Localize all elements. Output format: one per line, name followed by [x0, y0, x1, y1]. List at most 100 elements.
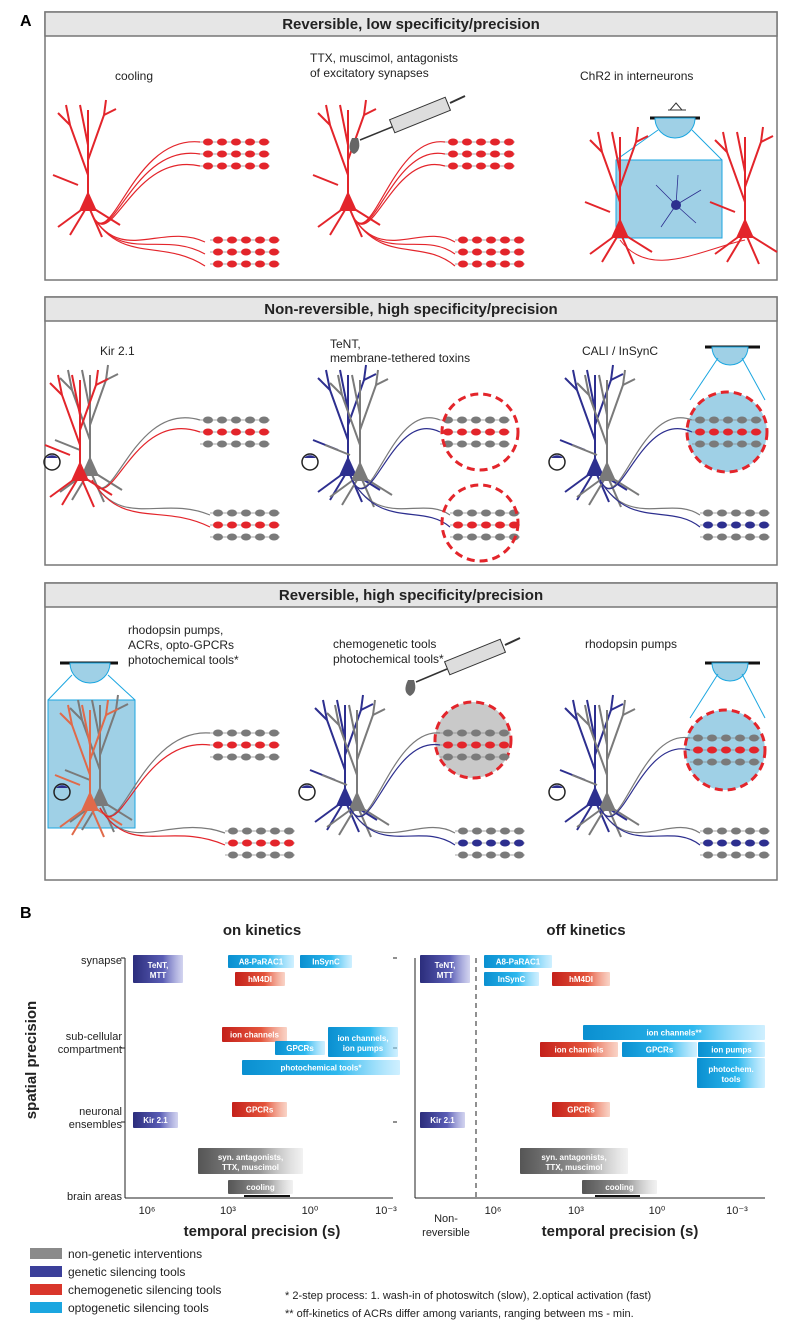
synaptic-bouton — [255, 521, 265, 529]
soma — [611, 218, 629, 238]
synaptic-bouton — [467, 509, 477, 517]
soma — [348, 791, 366, 811]
label-acrs: ACRs, opto-GPCRs — [128, 638, 234, 652]
synaptic-bouton — [231, 416, 241, 424]
bar-kir-2-1: Kir 2.1 — [420, 1112, 465, 1128]
dendrite — [64, 769, 91, 781]
soma — [351, 461, 369, 481]
synaptic-bouton — [717, 851, 727, 859]
bar-rect — [133, 955, 183, 983]
synaptic-bouton — [284, 839, 294, 847]
synaptic-bouton — [745, 521, 755, 529]
synaptic-bouton — [759, 509, 769, 517]
xtick-off-1e0: 10⁰ — [649, 1205, 666, 1217]
synaptic-bouton — [514, 827, 524, 835]
panel-b-label: B — [20, 905, 32, 922]
synaptic-bouton — [458, 248, 468, 256]
dendrite — [611, 131, 621, 173]
panel-a-label: A — [20, 13, 32, 30]
label-cooling: cooling — [115, 69, 153, 83]
synaptic-bouton — [443, 428, 453, 436]
legend-item: non-genetic interventions — [30, 1247, 202, 1261]
synaptic-bouton — [453, 509, 463, 517]
ytick-synapse: synapse — [81, 955, 122, 967]
ytick-compartment: compartment — [58, 1044, 122, 1056]
footnote-2: ** off-kinetics of ACRs differ among var… — [285, 1308, 634, 1320]
bar-label: photochem. — [708, 1065, 753, 1074]
synaptic-bouton — [709, 440, 719, 448]
dendrite — [314, 707, 328, 721]
synaptic-bouton — [471, 416, 481, 424]
synaptic-bouton — [476, 162, 486, 170]
axon — [599, 428, 693, 490]
soma — [336, 786, 354, 806]
synaptic-bouton — [759, 827, 769, 835]
synaptic-bouton — [227, 521, 237, 529]
synaptic-bouton — [241, 533, 251, 541]
bar-rect — [133, 1112, 178, 1128]
synaptic-bouton — [499, 428, 509, 436]
synaptic-bouton — [458, 827, 468, 835]
soma — [91, 786, 109, 806]
bar-label: ion pumps — [711, 1046, 752, 1055]
synaptic-bouton — [259, 162, 269, 170]
bar-rect — [622, 1042, 697, 1057]
synaptic-bouton — [242, 851, 252, 859]
synaptic-bouton — [213, 741, 223, 749]
synaptic-bouton — [255, 509, 265, 517]
bar-hm4di: hM4DI — [235, 972, 285, 986]
synaptic-bouton — [453, 521, 463, 529]
dendrite — [59, 712, 73, 726]
soma — [586, 786, 604, 806]
synaptic-bouton — [217, 440, 227, 448]
synaptic-bouton — [745, 827, 755, 835]
synaptic-bouton — [485, 416, 495, 424]
synaptic-bouton — [472, 851, 482, 859]
bar-rect — [420, 955, 470, 983]
bar-label: GPCRs — [286, 1044, 314, 1053]
bar-tent-: TeNT,MTT — [420, 955, 470, 983]
synaptic-bouton — [485, 428, 495, 436]
box3-title: Reversible, high specificity/precision — [279, 587, 543, 604]
synaptic-bouton — [217, 428, 227, 436]
synaptic-bouton — [241, 509, 251, 517]
synaptic-bouton — [514, 839, 524, 847]
bar-label: cooling — [246, 1183, 275, 1192]
label-chr2: ChR2 in interneurons — [580, 69, 693, 83]
dendrite — [571, 444, 598, 456]
non-reversible-label: Non- — [434, 1213, 458, 1225]
synaptic-bouton — [231, 428, 241, 436]
dendrite — [324, 444, 351, 456]
synaptic-bouton — [228, 839, 238, 847]
synaptic-bouton — [255, 753, 265, 761]
off-kinetics-title: off kinetics — [546, 922, 625, 939]
synaptic-bouton — [731, 839, 741, 847]
synaptic-bouton — [731, 521, 741, 529]
dendrite — [736, 131, 746, 173]
synaptic-bouton — [227, 248, 237, 256]
synaptic-bouton — [242, 827, 252, 835]
synaptic-bouton — [255, 741, 265, 749]
axon — [599, 807, 701, 846]
bar-label: A8-PaRAC1 — [496, 958, 541, 967]
legend-item: genetic silencing tools — [30, 1265, 185, 1279]
synaptic-bouton — [259, 416, 269, 424]
dendrite — [576, 382, 590, 396]
x-tick-labels-off: 10⁶ 10³ 10⁰ 10⁻³ — [485, 1205, 749, 1217]
synaptic-bouton — [458, 260, 468, 268]
box-nonreversible-high: Non-reversible, high specificity/precisi… — [43, 296, 778, 566]
synaptic-bouton — [269, 741, 279, 749]
synaptic-bouton — [695, 428, 705, 436]
xtick-off-1e-3: 10⁻³ — [726, 1205, 748, 1217]
synaptic-bouton — [476, 138, 486, 146]
xtick-1e-3: 10⁻³ — [375, 1205, 397, 1217]
bar-cooling: cooling — [228, 1180, 293, 1194]
synaptic-bouton — [203, 150, 213, 158]
synaptic-bouton — [448, 138, 458, 146]
synaptic-bouton — [231, 440, 241, 448]
synaptic-bouton — [499, 741, 509, 749]
label-photochem: photochemical tools* — [128, 653, 239, 667]
synaptic-bouton — [514, 248, 524, 256]
bar-syn-antagonists-: syn. antagonists,TTX, muscimol — [198, 1148, 303, 1174]
legend: non-genetic interventions genetic silenci… — [30, 1247, 221, 1315]
